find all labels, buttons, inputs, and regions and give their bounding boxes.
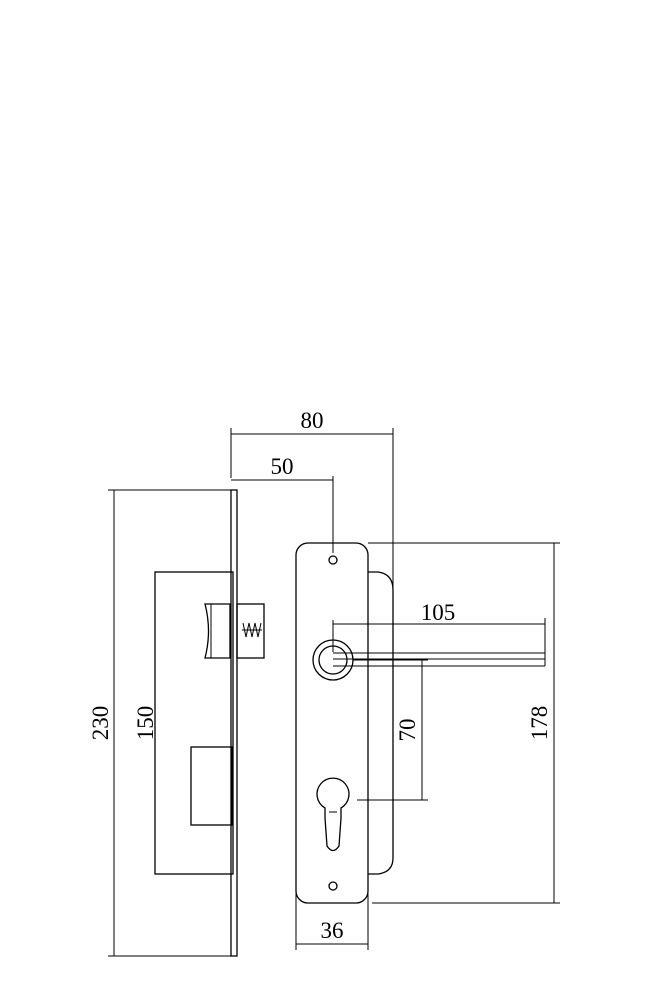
dimension-70: 70 — [353, 659, 428, 801]
lock-case — [154, 571, 234, 875]
backing-plate — [368, 571, 394, 875]
latch-bolt — [204, 603, 265, 659]
dimension-50-label: 50 — [271, 454, 294, 479]
dimension-150-label: 150 — [133, 706, 158, 741]
lever-handle — [333, 652, 546, 667]
dimension-230-label: 230 — [88, 706, 113, 741]
dimension-150: 150 — [133, 572, 158, 874]
faceplate — [230, 489, 238, 957]
escutcheon-plate — [295, 542, 546, 904]
bottom-screw-hole — [328, 881, 338, 891]
keyhole-cutout — [316, 777, 350, 852]
dimension-178-label: 178 — [527, 706, 552, 741]
dimension-178: 178 — [368, 542, 560, 904]
dimension-36-label: 36 — [321, 918, 344, 943]
dimension-105: 105 — [332, 600, 546, 653]
lock-body — [154, 489, 265, 957]
plate-outline — [295, 542, 369, 904]
dimension-70-label: 70 — [395, 719, 420, 742]
deadbolt — [190, 746, 233, 826]
dimension-80: 80 — [230, 408, 394, 590]
dimension-105-label: 105 — [421, 600, 456, 625]
dimension-50: 50 — [231, 454, 334, 553]
dimension-230: 230 — [88, 489, 233, 957]
dimension-80-label: 80 — [301, 408, 324, 433]
dimension-36: 36 — [295, 890, 369, 950]
top-screw-hole — [328, 555, 338, 565]
